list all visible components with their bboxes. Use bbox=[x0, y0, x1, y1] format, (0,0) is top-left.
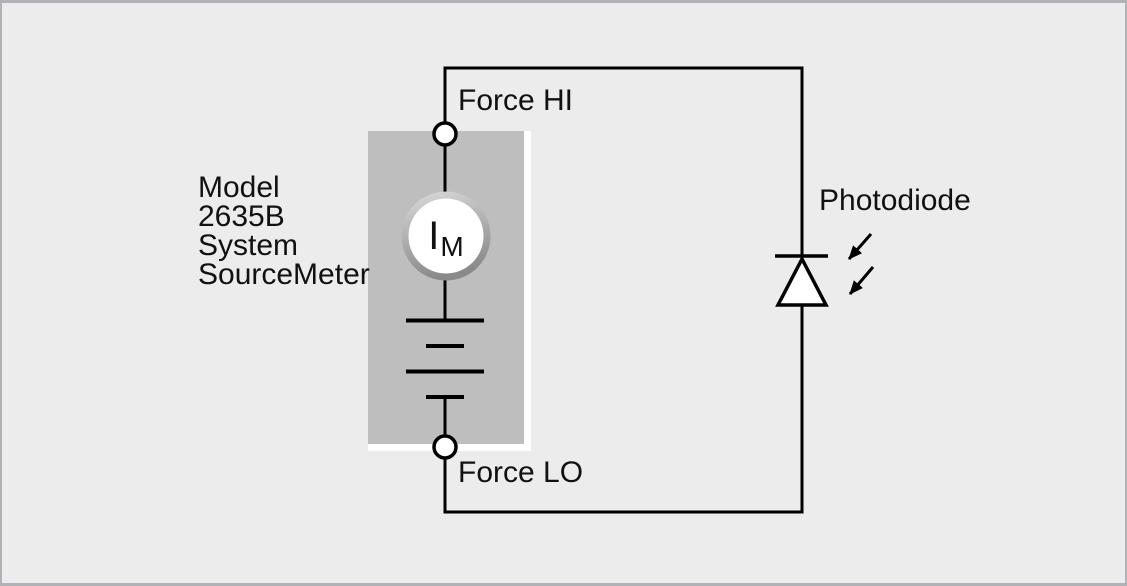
force-hi-label: Force HI bbox=[458, 84, 574, 117]
light-arrow bbox=[847, 233, 873, 260]
light-arrows-icon bbox=[847, 233, 875, 295]
light-arrow bbox=[848, 266, 875, 295]
circuit-graphics bbox=[401, 66, 875, 514]
wire-outer-loop bbox=[443, 66, 804, 514]
photodiode-label: Photodiode bbox=[819, 184, 971, 217]
current-meter-symbol bbox=[401, 191, 491, 281]
force-hi-terminal bbox=[432, 121, 458, 147]
sourcemeter-label: Model 2635B System SourceMeter bbox=[198, 171, 370, 291]
force-lo-terminal bbox=[432, 434, 458, 460]
meter-symbol: I bbox=[428, 213, 440, 258]
meter-label: I M bbox=[401, 191, 491, 281]
current-meter-face bbox=[408, 198, 484, 274]
battery-symbol bbox=[406, 318, 484, 399]
diode-anode-triangle bbox=[775, 255, 829, 307]
meter-subscript: M bbox=[440, 231, 464, 262]
force-lo-label: Force LO bbox=[458, 456, 584, 489]
photodiode-symbol bbox=[775, 254, 829, 307]
